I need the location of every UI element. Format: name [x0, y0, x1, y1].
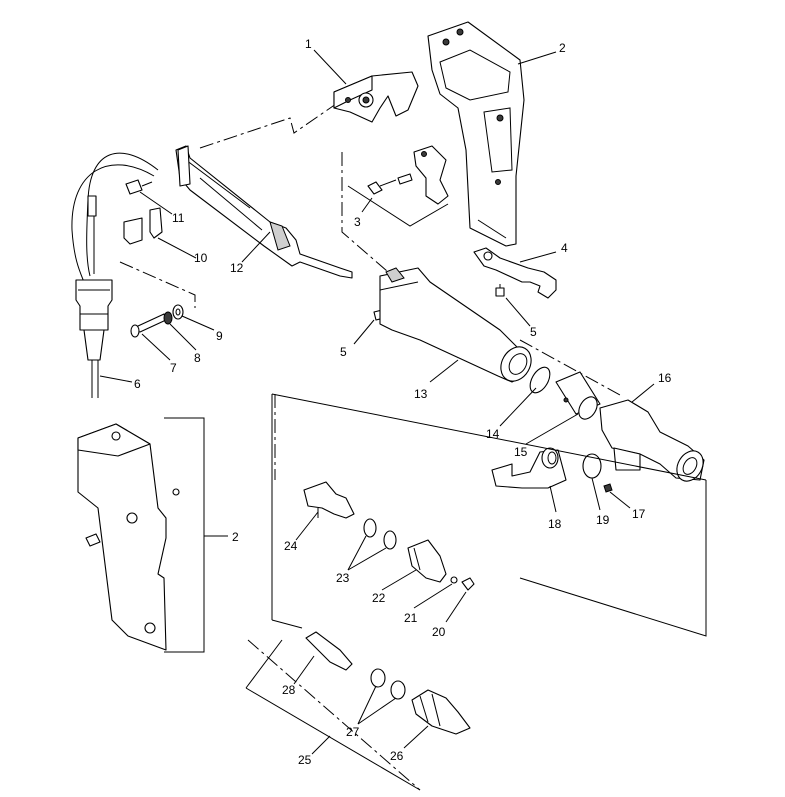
callout-27: 27 — [346, 725, 360, 739]
callout-17: 17 — [632, 507, 646, 521]
callout-8: 8 — [194, 351, 201, 365]
callout-21: 21 — [404, 611, 418, 625]
part-28-pin — [305, 631, 353, 671]
callout-11: 11 — [172, 211, 185, 225]
callout-7: 7 — [170, 361, 177, 375]
callout-5-lower: 5 — [340, 345, 347, 359]
callout-18: 18 — [548, 517, 562, 531]
part-26-needle — [411, 689, 471, 735]
part-14-o-ring — [529, 366, 551, 394]
leader-lines — [99, 49, 655, 755]
callout-23: 23 — [336, 571, 350, 585]
part-5-screw-upper — [495, 284, 505, 297]
callout-19: 19 — [596, 513, 610, 527]
callout-28: 28 — [282, 683, 296, 697]
part-12-barrel — [175, 145, 353, 279]
callout-4: 4 — [561, 241, 568, 255]
callout-2-lower: 2 — [232, 530, 239, 544]
part-27-o-rings — [370, 668, 406, 700]
callout-5-upper: 5 — [530, 325, 537, 339]
part-20-tip — [461, 577, 475, 591]
callout-15: 15 — [514, 445, 528, 459]
callout-25: 25 — [298, 753, 312, 767]
part-21-washer — [450, 576, 458, 584]
part-24-nozzle-tip — [303, 481, 355, 519]
part-2-handle-upper — [427, 21, 525, 247]
part-17-plug — [603, 483, 613, 493]
part-23-o-rings — [363, 518, 397, 550]
part-6-cable — [71, 152, 159, 398]
part-25-kit-bracket — [245, 639, 421, 791]
callout-10: 10 — [194, 251, 208, 265]
part-16-air-cap — [599, 399, 705, 482]
assembly-centerlines — [119, 103, 621, 480]
callout-9: 9 — [216, 329, 223, 343]
part-10-bracket — [123, 207, 163, 245]
part-8-lockwasher — [163, 311, 173, 325]
callout-26: 26 — [390, 749, 404, 763]
callout-13: 13 — [414, 387, 428, 401]
part-15-electrode-holder — [555, 371, 601, 420]
callout-3: 3 — [354, 215, 361, 229]
part-22-cap — [407, 539, 447, 583]
callout-22: 22 — [372, 591, 386, 605]
callout-20: 20 — [432, 625, 446, 639]
part-11-fitting — [125, 179, 153, 195]
part-2-handle-lower — [77, 417, 205, 653]
callout-2-upper: 2 — [559, 41, 566, 55]
callout-1: 1 — [305, 37, 312, 51]
callout-16: 16 — [658, 371, 672, 385]
kit-bracket-lines — [247, 393, 707, 791]
callout-14: 14 — [486, 427, 500, 441]
part-13-nozzle-body — [379, 267, 532, 383]
part-18-adapter — [491, 447, 567, 489]
callout-24: 24 — [284, 539, 298, 553]
callout-6: 6 — [134, 377, 141, 391]
part-9-washer — [172, 304, 184, 320]
part-1-block — [333, 71, 419, 123]
callout-12: 12 — [230, 261, 244, 275]
callout-labels: 1 2 2 3 4 5 5 6 7 8 9 10 11 12 13 14 15 … — [134, 37, 672, 767]
part-4-wrench — [473, 247, 557, 299]
part-7-screw — [130, 313, 167, 338]
part-3-trigger — [347, 145, 449, 227]
